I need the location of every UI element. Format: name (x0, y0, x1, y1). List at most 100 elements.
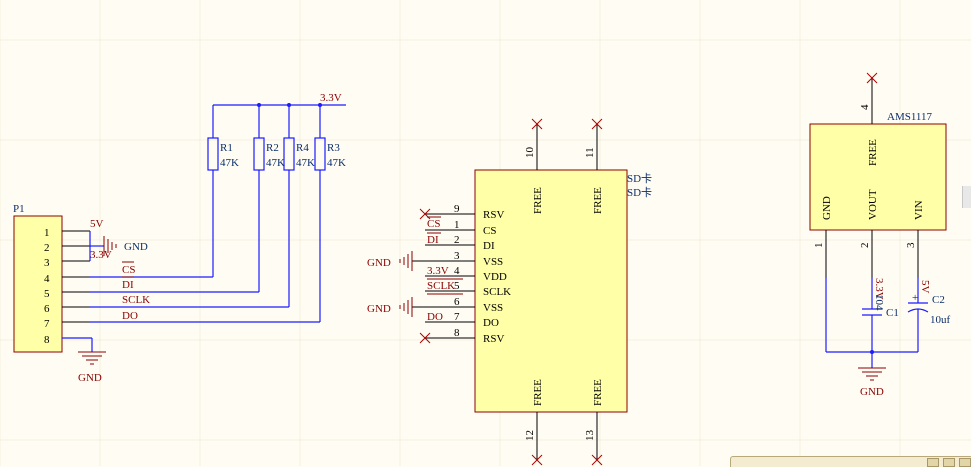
net-label-5v: 5V (919, 280, 931, 294)
connector-ref: P1 (13, 203, 25, 215)
connector-pin-number: 7 (44, 318, 50, 330)
connector-pin-number: 3 (44, 257, 50, 269)
sd-pin-number: 12 (524, 430, 536, 441)
sd-card-body (474, 169, 628, 413)
sd-card-label: SD卡 (627, 186, 652, 199)
p1-ground-symbol[interactable]: GND (62, 337, 106, 384)
connector-pin-number: 2 (44, 242, 50, 254)
net-label-di: DI (122, 279, 134, 291)
net-label-3v3: 3.3V (320, 92, 342, 104)
sd-pin-number: 8 (454, 327, 460, 339)
capacitor-ref: C2 (932, 294, 945, 306)
resistor-value: 47K (327, 157, 346, 169)
panel-tab[interactable] (730, 456, 971, 467)
regulator-pin-number: 3 (905, 242, 917, 248)
resistor-r3[interactable]: R3 47K (314, 105, 346, 322)
capacitor-c1[interactable]: C1 104 (862, 294, 899, 352)
regulator-pin-number: 1 (813, 243, 825, 249)
sd-pin-number: 13 (584, 430, 596, 442)
resistor-ref: R1 (220, 142, 233, 154)
sd-pin-number: 11 (584, 147, 596, 158)
resistor-r2[interactable]: R2 47K (253, 105, 285, 292)
sd-pin-number: 7 (454, 311, 460, 323)
sd-pin-number: 2 (454, 234, 460, 246)
regulator-pin-name: VIN (913, 200, 925, 220)
net-label-sclk: SCLK (122, 294, 150, 306)
capacitor-ref: C1 (886, 307, 899, 319)
net-label-3v3: 3.3V (873, 278, 885, 300)
capacitor-value: 104 (873, 294, 885, 311)
net-label-3v3: 3.3V (90, 249, 112, 261)
sd-pin-name: FREE (532, 187, 544, 214)
gnd-label: GND (367, 303, 391, 315)
resistor-r4[interactable]: R4 47K (283, 105, 315, 307)
net-label-do: DO (427, 311, 443, 323)
p1-power-section[interactable]: 5V 3.3V GND (89, 218, 148, 261)
resistor-ref: R2 (266, 142, 279, 154)
sd-pin-number: 4 (454, 265, 460, 277)
sd-pin-number: 10 (524, 147, 536, 159)
sd-pin-name: FREE (592, 187, 604, 214)
net-label-sclk: SCLK (427, 280, 455, 292)
vertical-scrollbar[interactable] (962, 186, 971, 208)
sd-pin-number: 5 (454, 280, 460, 292)
sd-pin-name: VSS (483, 302, 503, 314)
sd-ground-symbol[interactable]: GND (367, 251, 413, 271)
connector-pin-number: 5 (44, 288, 50, 300)
sd-pin-name: CS (483, 225, 496, 237)
regulator-ams1117[interactable]: AMS1117 4 FREE 1 2 3 GND VOUT VIN 3.3V 5… (809, 72, 951, 398)
gnd-label: GND (78, 372, 102, 384)
sd-pin-number: 9 (454, 203, 460, 215)
sd-card-socket[interactable]: SD卡 SD卡 10 11 FREE FREE 12 13 FREE FREE (367, 118, 652, 466)
resistor-ref: R4 (296, 142, 309, 154)
sd-pin-name: DO (483, 317, 499, 329)
regulator-pin-number: 4 (859, 104, 871, 110)
sd-pin-name: RSV (483, 333, 504, 345)
regulator-pin-number: 2 (859, 243, 871, 249)
sd-ground-symbol[interactable]: GND (367, 297, 413, 317)
regulator-part: AMS1117 (887, 111, 933, 123)
resistor-value: 47K (266, 157, 285, 169)
regulator-ground-symbol[interactable]: GND (858, 352, 886, 398)
connector-pin-number: 8 (44, 334, 50, 346)
p1-signal-nets[interactable]: CS DI SCLK DO (90, 261, 320, 323)
connector-p1[interactable]: P1 1 2 3 4 5 6 7 8 (13, 203, 90, 353)
sd-pin-name: VDD (483, 271, 507, 283)
resistor-value: 47K (220, 157, 239, 169)
gnd-label: GND (124, 241, 148, 253)
sd-pin-name: SCLK (483, 286, 511, 298)
connector-pin-number: 6 (44, 303, 50, 315)
connector-pin-number: 1 (44, 227, 50, 239)
regulator-pin-name: VOUT (867, 189, 879, 220)
net-label-do: DO (122, 310, 138, 322)
sd-pin-number: 6 (454, 296, 460, 308)
sd-pin-name: VSS (483, 256, 503, 268)
resistor-value: 47K (296, 157, 315, 169)
net-label-di: DI (427, 234, 439, 246)
capacitor-value: 10uf (930, 314, 951, 326)
sd-pin-number: 3 (454, 250, 460, 262)
regulator-pin-name: FREE (867, 139, 879, 166)
net-label-5v: 5V (90, 218, 104, 230)
net-label-3v3: 3.3V (427, 265, 449, 277)
sd-pin-name: RSV (483, 209, 504, 221)
net-label-cs: CS (122, 264, 135, 276)
capacitor-polarity: + (912, 292, 918, 304)
connector-body (13, 215, 63, 353)
sd-pin-name: FREE (532, 379, 544, 406)
sd-card-label: SD卡 (627, 172, 652, 185)
resistor-r1[interactable]: R1 47K (207, 105, 239, 277)
gnd-label: GND (367, 257, 391, 269)
sd-pin-number: 1 (454, 219, 460, 231)
regulator-body (809, 123, 947, 231)
sd-pin-name: DI (483, 240, 495, 252)
connector-pin-number: 4 (44, 273, 50, 285)
capacitor-c2[interactable]: + C2 10uf (907, 292, 951, 352)
net-label-cs: CS (427, 218, 440, 230)
resistor-ref: R3 (327, 142, 340, 154)
sd-pin-name: FREE (592, 379, 604, 406)
pullup-resistors[interactable]: 3.3V R1 47K R2 47K R4 47K R3 47K (207, 92, 346, 322)
sd-left-pins (412, 208, 475, 344)
gnd-label: GND (860, 386, 884, 398)
